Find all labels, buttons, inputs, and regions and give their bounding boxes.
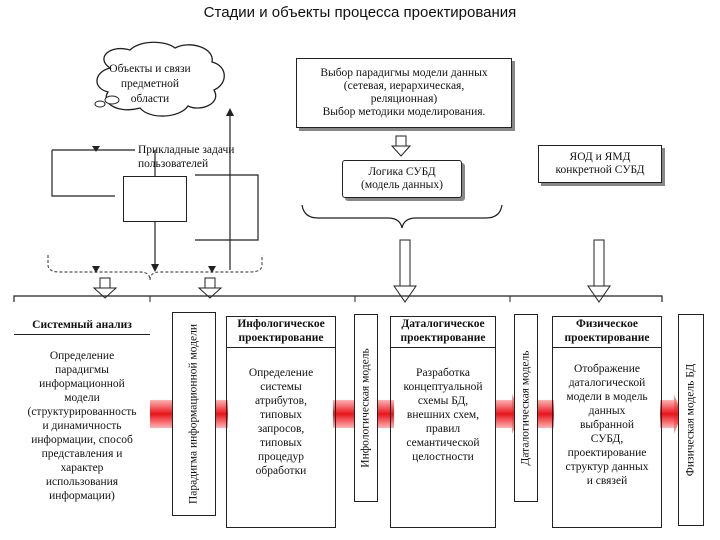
model-label: Даталогическая модель (519, 350, 532, 466)
stage-heading: Даталогическое проектирование (391, 317, 495, 348)
paradigm-choice-box: Выбор парадигмы модели данных (сетевая, … (296, 58, 512, 128)
stage-heading: Физическое проектирование (553, 317, 661, 348)
cloud-label: Объекты и связи предметной области (109, 63, 191, 105)
model-infological: Инфологическая модель (354, 314, 378, 502)
stage-text: Отображение даталогической модели в моде… (565, 363, 649, 487)
dbms-logic-box: Логика СУБД (модель данных) (342, 160, 462, 198)
cloud-bubble-small (94, 100, 106, 108)
stage-heading: Системный анализ (14, 318, 150, 335)
stage-physical: Физическое проектирование Отображение да… (552, 316, 662, 528)
stage-system-analysis: Системный анализ Определение парадигмы и… (14, 318, 150, 503)
block-arrow-dbms (393, 239, 417, 303)
model-label: Инфологическая модель (359, 348, 372, 468)
model-paradigm: Парадигма информационной модели (172, 312, 216, 516)
model-label: Парадигма информационной модели (187, 323, 200, 505)
stage-text: Определение парадигмы информационной мод… (27, 350, 137, 502)
cloud-bubble-large (104, 95, 120, 105)
tasks-box (123, 176, 187, 222)
stage-heading: Инфологическое проектирование (227, 317, 335, 348)
stage-datalogical: Даталогическое проектирование Разработка… (390, 316, 496, 528)
stage-infological: Инфологическое проектирование Определени… (226, 316, 336, 528)
model-label: Физическая модель БД (684, 363, 697, 477)
stage-text: Разработка концептуальной схемы БД, внеш… (403, 367, 483, 463)
brace-right (301, 204, 503, 229)
model-datalogical: Даталогическая модель (514, 314, 538, 502)
block-arrow-yaod (587, 239, 611, 303)
tasks-label: Прикладные задачи пользователей (138, 144, 235, 170)
red-arrow-6 (534, 400, 554, 428)
stage-text: Определение системы атрибутов, типовых з… (248, 367, 314, 477)
red-arrow-4 (376, 400, 394, 428)
model-physical: Физическая модель БД (678, 314, 704, 526)
brace-left (47, 255, 263, 281)
page-title: Стадии и объекты процесса проектирования (203, 4, 517, 21)
block-arrow-brace (92, 277, 223, 299)
yaod-yamd-box: ЯОД и ЯМД конкретной СУБД (538, 145, 662, 183)
